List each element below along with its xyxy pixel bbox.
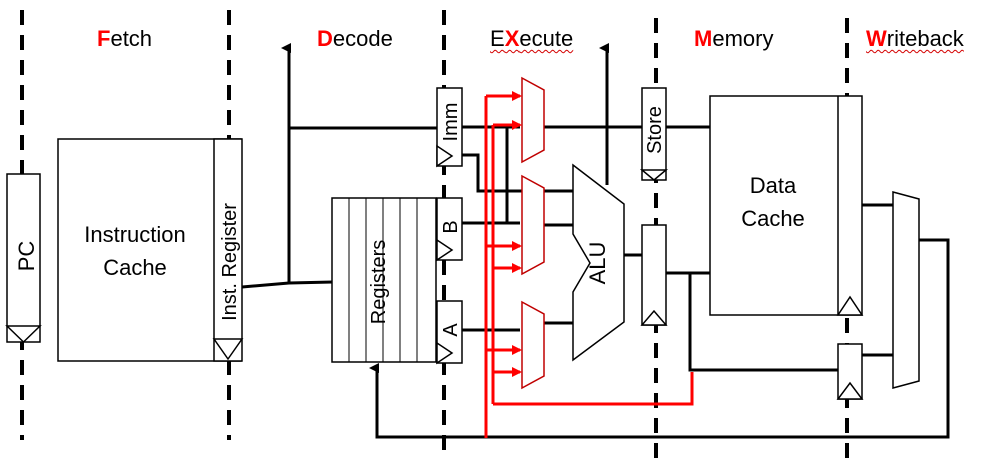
- stage-rest: emory: [712, 26, 774, 51]
- clock-edge-icon: [436, 341, 454, 365]
- clock-edge-icon: [640, 309, 668, 326]
- stage-title-execute: EXecute: [490, 26, 573, 52]
- dcache-label-line1: Data: [750, 173, 797, 198]
- inst-register-label: Inst. Register: [219, 203, 241, 321]
- stage-title-execute-text: EXecute: [490, 26, 573, 51]
- a-latch: A: [436, 300, 463, 365]
- stage-title-fetch: Fetch: [97, 26, 152, 52]
- icache-label-line2: Cache: [103, 255, 167, 280]
- instruction-register: Inst. Register: [212, 138, 244, 362]
- stage-initial: X: [504, 26, 520, 51]
- stage-rest: ecode: [332, 26, 393, 51]
- stage-title-writeback-text: Writeback: [866, 26, 964, 51]
- forward-wire: [493, 372, 694, 406]
- icache-label-line1: Instruction: [84, 222, 186, 247]
- registers-label: Registers: [368, 240, 390, 324]
- imm-latch: Imm: [436, 87, 463, 168]
- stage-initial: F: [97, 26, 111, 51]
- stage-initial: M: [694, 26, 713, 51]
- clock-edge-icon: [836, 381, 864, 400]
- forwarding-paths: [484, 91, 694, 438]
- b-label: B: [440, 220, 462, 233]
- stage-prefix: E: [490, 26, 505, 51]
- alu-label: ALU: [585, 242, 610, 285]
- clock-edge-icon: [639, 169, 669, 181]
- stage-title-decode: Decode: [317, 26, 393, 52]
- clock-edge-icon: [836, 295, 864, 316]
- stage-rest: riteback: [886, 26, 964, 51]
- stage-rest: ecute: [519, 26, 574, 51]
- alu: ALU: [572, 163, 625, 362]
- imm-label: Imm: [440, 103, 462, 142]
- wire: [688, 273, 838, 372]
- writeback-mux: [892, 191, 920, 389]
- clock-edge-icon: [436, 238, 454, 262]
- alu-result-latch: [640, 224, 668, 326]
- clock-edge-icon: [5, 325, 42, 344]
- pc-register: PC: [5, 173, 42, 344]
- store-latch: Store: [639, 87, 669, 181]
- data-cache: Data Cache: [709, 95, 864, 316]
- instruction-cache: Instruction Cache: [57, 138, 242, 362]
- forward-mux: [521, 76, 545, 164]
- stage-initial: W: [866, 26, 887, 51]
- stage-title-writeback: Writeback: [866, 26, 964, 52]
- wires: [241, 43, 950, 439]
- dcache-label-line2: Cache: [741, 206, 805, 231]
- stage-title-memory: Memory: [694, 26, 773, 52]
- stage-initial: D: [317, 26, 333, 51]
- wire-writeback: [369, 238, 950, 439]
- a-label: A: [440, 323, 462, 337]
- forward-muxes: [521, 76, 545, 390]
- stage-rest: etch: [110, 26, 153, 51]
- clock-edge-icon: [436, 144, 454, 168]
- forward-mux: [521, 174, 545, 276]
- store-label: Store: [644, 106, 666, 154]
- clock-edge-icon: [212, 338, 244, 361]
- b-latch: B: [436, 197, 463, 262]
- wire: [462, 153, 573, 193]
- register-file: Registers: [331, 197, 437, 363]
- pc-label: PC: [14, 241, 39, 272]
- forward-mux: [521, 300, 545, 390]
- memory-latch: [836, 343, 864, 400]
